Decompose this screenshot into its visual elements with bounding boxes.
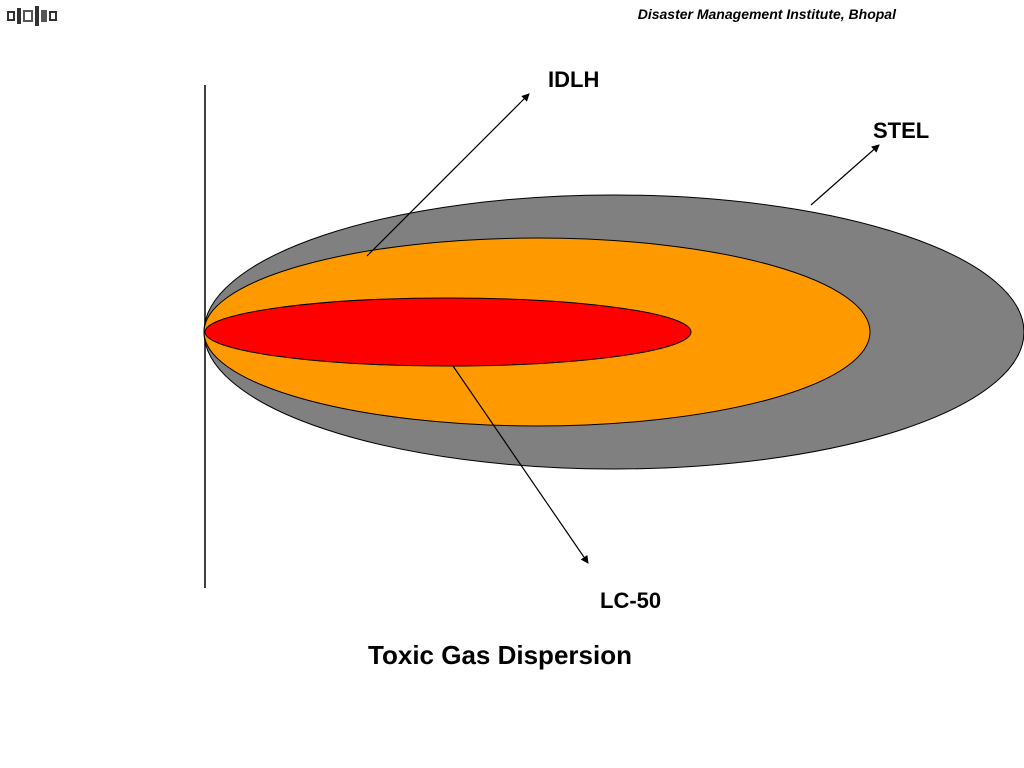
institute-logo-icon [6,6,58,26]
stel-leader-arrow [810,144,880,206]
idlh-label: IDLH [548,67,600,92]
idlh-leader-arrow [366,93,530,257]
diagram-caption: Toxic Gas Dispersion [368,640,632,670]
stel-label: STEL [873,118,930,143]
lc50-label: LC-50 [600,588,662,613]
institute-name: Disaster Management Institute, Bhopal [637,6,896,22]
lc50-leader-arrow [452,365,589,564]
lc50-zone [204,297,692,367]
